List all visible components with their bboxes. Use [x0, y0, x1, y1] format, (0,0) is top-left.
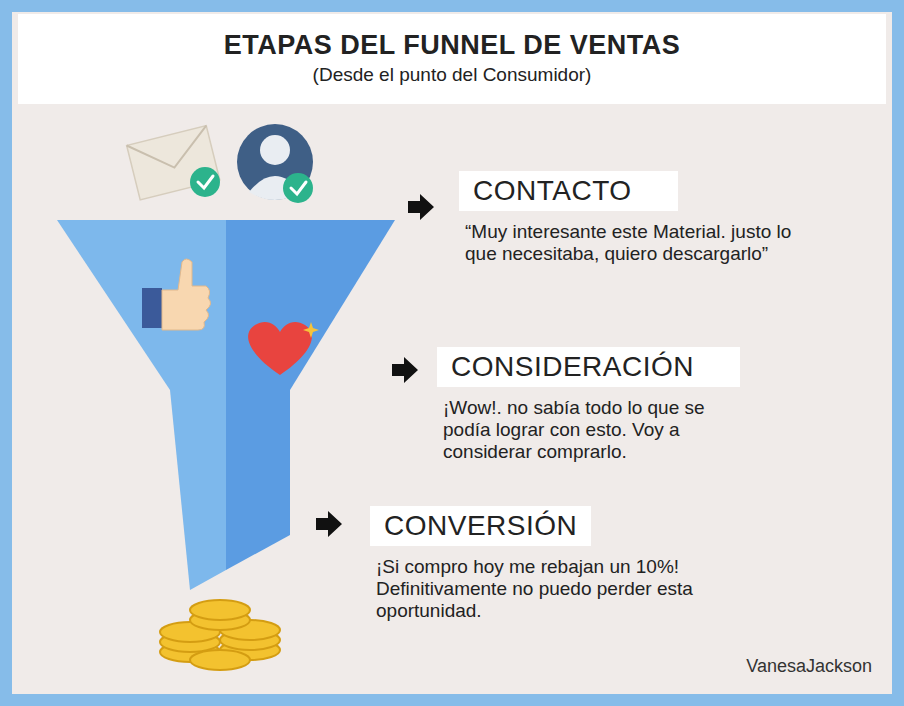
subtitle: (Desde el punto del Consumidor)	[18, 64, 886, 86]
stage-quote: “Muy interesante este Material. justo lo…	[465, 221, 795, 265]
avatar-icon	[237, 124, 313, 200]
heart-icon	[248, 322, 319, 375]
watermark: VanesaJackson	[720, 656, 872, 677]
check-icon	[190, 167, 220, 197]
check-mark	[198, 176, 213, 188]
stage-heading: CONSIDERACIÓN	[437, 347, 740, 387]
envelope-icon	[127, 126, 220, 200]
stage-block: CONVERSIÓN ¡Si compro hoy me rebajan un 1…	[370, 506, 724, 622]
diagram-title: ETAPAS DEL FUNNEL DE VENTAS	[18, 30, 886, 61]
background-panel	[12, 12, 892, 694]
thumbs-up-icon	[142, 259, 211, 330]
check-mark	[291, 182, 306, 194]
funnel	[57, 220, 395, 590]
stage-heading: CONVERSIÓN	[370, 506, 591, 546]
pointer-arrow	[316, 194, 434, 537]
check-icon	[283, 173, 313, 203]
stage-quote: ¡Wow!. no sabía todo lo que se podía log…	[443, 397, 711, 463]
stage-quote: ¡Si compro hoy me rebajan un 10%! Defini…	[376, 556, 724, 622]
stage-block: CONSIDERACIÓN ¡Wow!. no sabía todo lo que…	[437, 347, 740, 463]
coins-icon	[160, 600, 280, 670]
stage-heading: CONTACTO	[459, 171, 678, 211]
stage-block: CONTACTO “Muy interesante este Material. …	[459, 171, 795, 265]
title-bar	[18, 14, 886, 104]
